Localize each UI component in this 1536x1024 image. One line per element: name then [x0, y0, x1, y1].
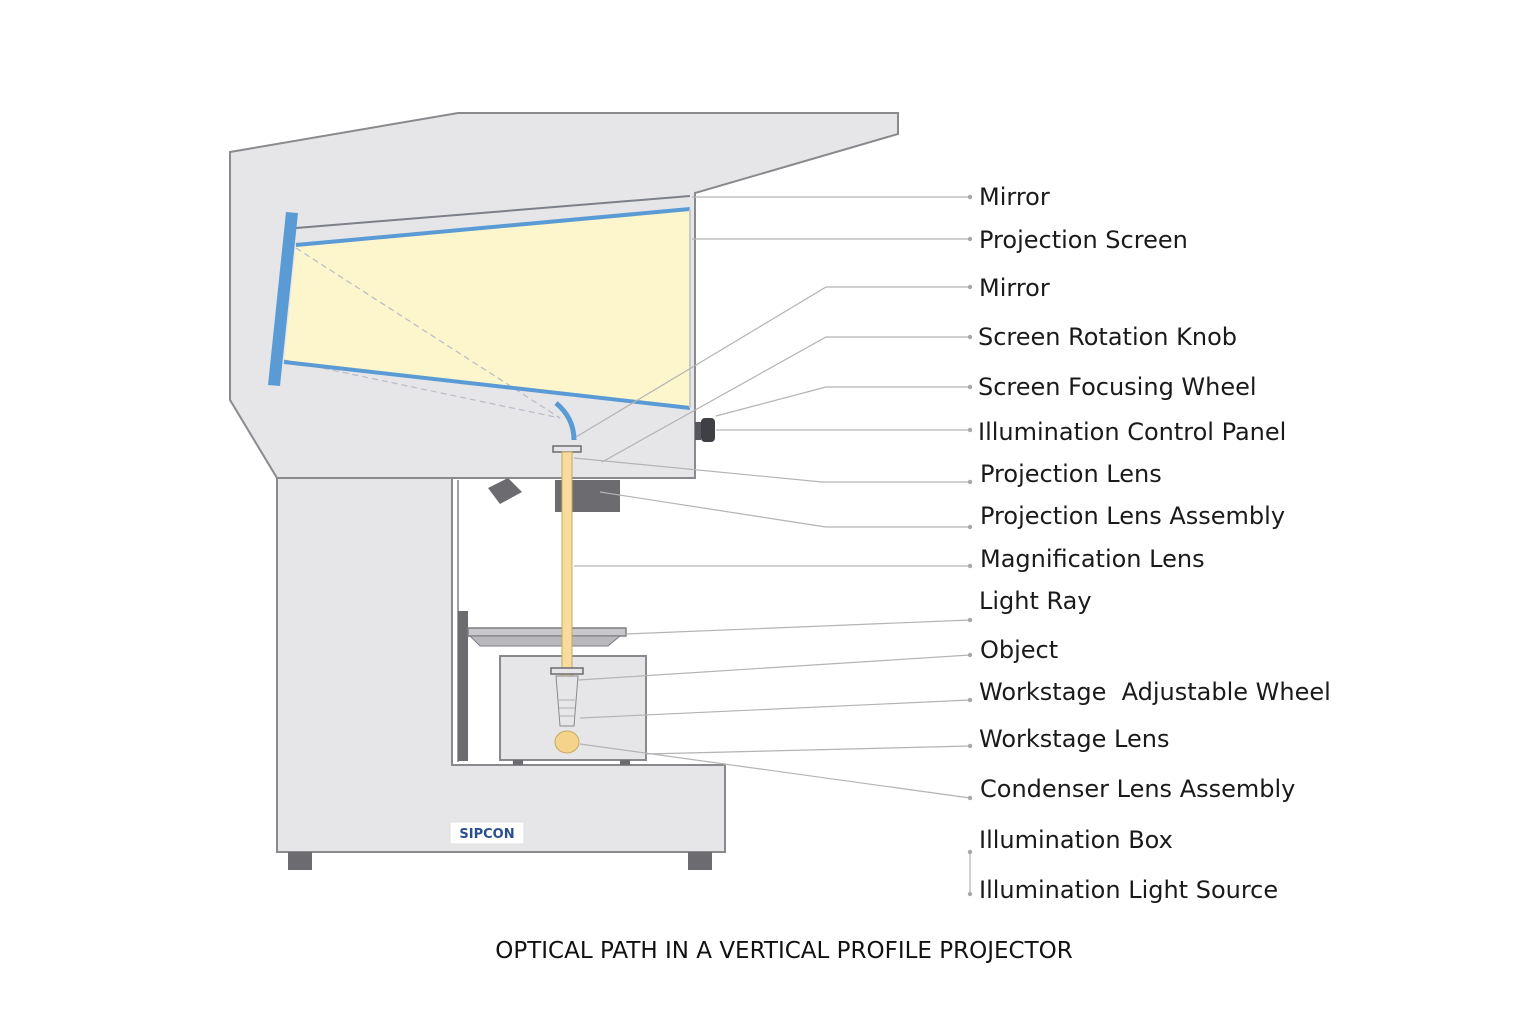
- label-mirror-small: Mirror: [979, 274, 1050, 302]
- workstage-lens-cap: [550, 667, 584, 675]
- projection-lens-cap: [552, 445, 582, 453]
- label-illumination-light-source: Illumination Light Source: [979, 876, 1278, 904]
- workstage: [467, 627, 627, 637]
- screen-chamber: [268, 195, 691, 441]
- part-labels: Mirror Projection Screen Mirror Screen R…: [978, 183, 1331, 904]
- label-screen-rotation-knob: Screen Rotation Knob: [978, 323, 1237, 351]
- lower-mirror: [283, 360, 691, 410]
- label-workstage-adjustable-wheel: Workstage Adjustable Wheel: [979, 678, 1331, 706]
- label-magnification-lens: Magnification Lens: [980, 545, 1205, 573]
- condenser-lens: [555, 675, 579, 727]
- front-left-foot: [288, 852, 312, 870]
- projector-column-base: [276, 477, 726, 853]
- label-workstage-lens: Workstage Lens: [979, 725, 1169, 753]
- label-projection-lens: Projection Lens: [980, 460, 1162, 488]
- illumination-control-part: [488, 478, 522, 504]
- brand-plate: [449, 821, 525, 845]
- label-illumination-control-panel: Illumination Control Panel: [978, 418, 1286, 446]
- label-screen-focusing-wheel: Screen Focusing Wheel: [978, 373, 1257, 401]
- small-mirror: [554, 401, 577, 441]
- upper-mirror: [295, 207, 691, 247]
- brand-label: SIPCON: [459, 827, 514, 842]
- front-right-foot: [688, 852, 712, 870]
- label-object: Object: [980, 636, 1058, 664]
- leader-lines: [573, 194, 973, 897]
- label-condenser-lens-assembly: Condenser Lens Assembly: [980, 775, 1295, 803]
- projection-screen-light: [284, 209, 690, 408]
- workstage-column: [458, 611, 468, 761]
- diagram-caption: OPTICAL PATH IN A VERTICAL PROFILE PROJE…: [495, 938, 1073, 964]
- label-light-ray: Light Ray: [979, 587, 1092, 615]
- large-mirror: [268, 212, 298, 386]
- screen-rotation-knob: [695, 418, 715, 442]
- illumination-light-source: [554, 730, 580, 754]
- label-projection-screen: Projection Screen: [979, 226, 1188, 254]
- label-projection-lens-assembly: Projection Lens Assembly: [980, 502, 1285, 530]
- light-column: [550, 445, 584, 754]
- label-illumination-box: Illumination Box: [979, 826, 1173, 854]
- label-mirror-top: Mirror: [979, 183, 1050, 211]
